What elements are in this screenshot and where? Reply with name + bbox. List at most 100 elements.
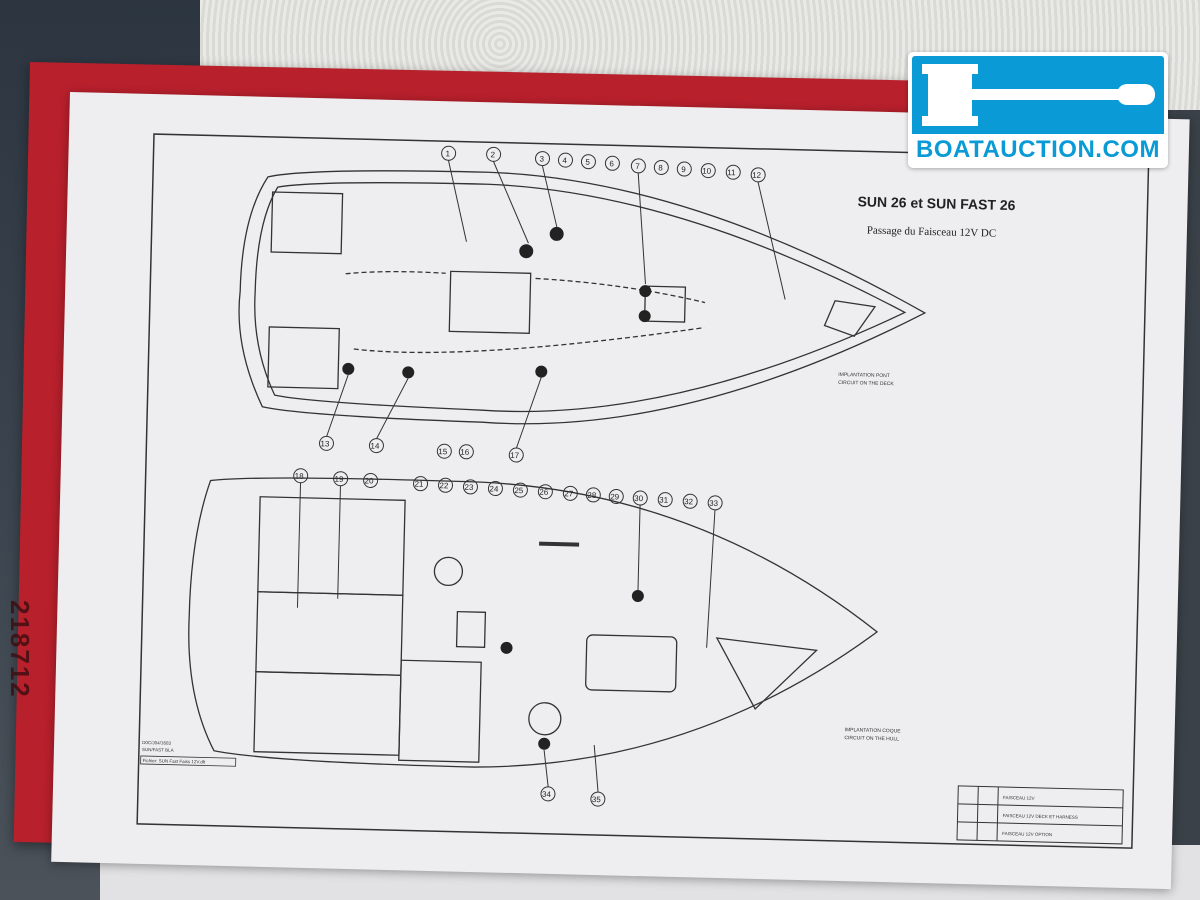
ref-line-2: SUN/FAST BLA xyxy=(142,747,174,753)
svg-text:11: 11 xyxy=(727,168,736,177)
titleblock-row-1: FAISCEAU 12V xyxy=(1003,795,1035,801)
drawing-frame xyxy=(136,133,1150,849)
svg-text:13: 13 xyxy=(320,439,330,448)
titleblock-row-3: FAISCEAU 12V OPTION xyxy=(1002,831,1052,837)
callout-28: 28 xyxy=(585,487,601,503)
hull-callouts: 18 19 20 21 22 23 24 25 26 27 28 29 30 3… xyxy=(293,468,723,807)
svg-text:5: 5 xyxy=(585,158,590,167)
callout-30: 30 xyxy=(632,490,648,591)
callout-11: 11 xyxy=(725,164,741,180)
hull-nav-table xyxy=(398,659,482,763)
hull-saloon-seat xyxy=(255,591,404,676)
svg-text:15: 15 xyxy=(438,447,448,456)
callout-9: 9 xyxy=(676,161,692,177)
hull-busbar xyxy=(539,541,580,547)
deck-cockpit-locker-starboard xyxy=(270,191,344,255)
deck-plan xyxy=(238,170,927,425)
callout-27: 27 xyxy=(562,485,578,501)
callout-2: 2 xyxy=(486,146,529,244)
callout-16: 16 xyxy=(458,444,474,460)
callout-4: 4 xyxy=(557,152,573,168)
hull-fittings xyxy=(500,590,644,750)
title-block xyxy=(956,785,1124,845)
callout-31: 31 xyxy=(657,492,673,508)
folder-side-text: 218712 xyxy=(5,600,35,699)
deck-hatch xyxy=(643,285,687,323)
svg-text:28: 28 xyxy=(587,491,597,500)
callout-19: 19 xyxy=(333,471,349,599)
hull-vberth xyxy=(715,637,819,710)
svg-text:17: 17 xyxy=(510,451,520,460)
svg-text:2: 2 xyxy=(490,150,495,159)
logo-text: BOATAUCTION.COM xyxy=(916,136,1160,163)
hull-battery-box xyxy=(455,610,487,648)
svg-text:33: 33 xyxy=(709,499,719,508)
svg-text:3: 3 xyxy=(539,154,544,163)
deck-companionway xyxy=(448,270,532,334)
titleblock-row-2: FAISCEAU 12V DECK ET HARNESS xyxy=(1003,813,1078,820)
callout-25: 25 xyxy=(512,482,528,498)
callout-7: 7 xyxy=(630,158,646,285)
ref-line-1: D0C/J04/1603 xyxy=(142,740,171,746)
callout-26: 26 xyxy=(537,484,553,500)
svg-text:18: 18 xyxy=(295,472,305,481)
svg-text:19: 19 xyxy=(335,475,345,484)
callout-8: 8 xyxy=(653,159,669,175)
deck-outline xyxy=(238,170,927,425)
svg-text:9: 9 xyxy=(681,165,686,174)
callout-29: 29 xyxy=(608,488,624,504)
hull-toilet xyxy=(528,702,562,736)
svg-text:6: 6 xyxy=(609,159,614,168)
callout-6: 6 xyxy=(604,155,620,171)
callout-18: 18 xyxy=(293,468,309,608)
callout-13: 13 xyxy=(318,374,349,451)
drawing-subtitle: Passage du Faisceau 12V DC xyxy=(867,225,997,240)
hull-aft-cabin xyxy=(257,496,406,596)
svg-text:21: 21 xyxy=(414,480,424,489)
hull-engine-fitting xyxy=(433,556,464,587)
hull-plan xyxy=(188,477,879,768)
svg-text:34: 34 xyxy=(542,790,552,799)
svg-text:14: 14 xyxy=(370,441,380,450)
callout-21: 21 xyxy=(413,476,429,492)
svg-text:22: 22 xyxy=(439,481,449,490)
svg-text:31: 31 xyxy=(659,496,669,505)
svg-text:23: 23 xyxy=(464,483,474,492)
deck-fittings xyxy=(342,226,652,379)
deck-caption-2: CIRCUIT ON THE DECK xyxy=(838,380,894,387)
drawing-title: SUN 26 et SUN FAST 26 xyxy=(857,193,1015,213)
boatauction-logo[interactable]: BOATAUCTION.COM xyxy=(908,52,1168,168)
hull-caption-2: CIRCUIT ON THE HULL xyxy=(844,735,899,742)
callout-22: 22 xyxy=(438,477,454,493)
svg-text:27: 27 xyxy=(564,489,574,498)
svg-text:20: 20 xyxy=(364,476,374,485)
deck-harness-dashed-2 xyxy=(353,326,705,354)
drawing-sheet: SUN 26 et SUN FAST 26 Passage du Faiscea… xyxy=(51,92,1190,890)
callout-10: 10 xyxy=(700,163,716,179)
hull-outline xyxy=(188,477,879,768)
callout-32: 32 xyxy=(682,493,698,509)
callout-3: 3 xyxy=(535,151,558,228)
callout-34: 34 xyxy=(540,749,556,802)
svg-text:25: 25 xyxy=(514,486,524,495)
callout-15: 15 xyxy=(436,443,452,459)
callout-23: 23 xyxy=(462,479,478,495)
hull-caption-1: IMPLANTATION COQUE xyxy=(845,727,902,734)
callout-33: 33 xyxy=(706,495,723,648)
svg-text:4: 4 xyxy=(562,156,567,165)
callout-1: 1 xyxy=(441,145,467,242)
svg-text:29: 29 xyxy=(610,492,620,501)
logo-banner xyxy=(912,56,1164,134)
ref-line-3: Fichier: SUN Fast Faiss 12V.dft xyxy=(143,758,206,765)
callout-12: 12 xyxy=(750,167,786,300)
callout-5: 5 xyxy=(580,154,596,170)
hull-quarter-berth xyxy=(253,671,402,756)
svg-text:8: 8 xyxy=(658,163,663,172)
callout-35: 35 xyxy=(590,744,606,807)
deck-callouts: 1 2 3 4 5 6 7 8 9 10 11 12 13 14 15 16 1… xyxy=(318,145,786,463)
callout-17: 17 xyxy=(508,377,542,463)
wiring-drawing: SUN 26 et SUN FAST 26 Passage du Faiscea… xyxy=(136,133,1150,849)
svg-text:35: 35 xyxy=(592,795,602,804)
gavel-icon xyxy=(922,64,1155,126)
svg-text:30: 30 xyxy=(634,494,644,503)
